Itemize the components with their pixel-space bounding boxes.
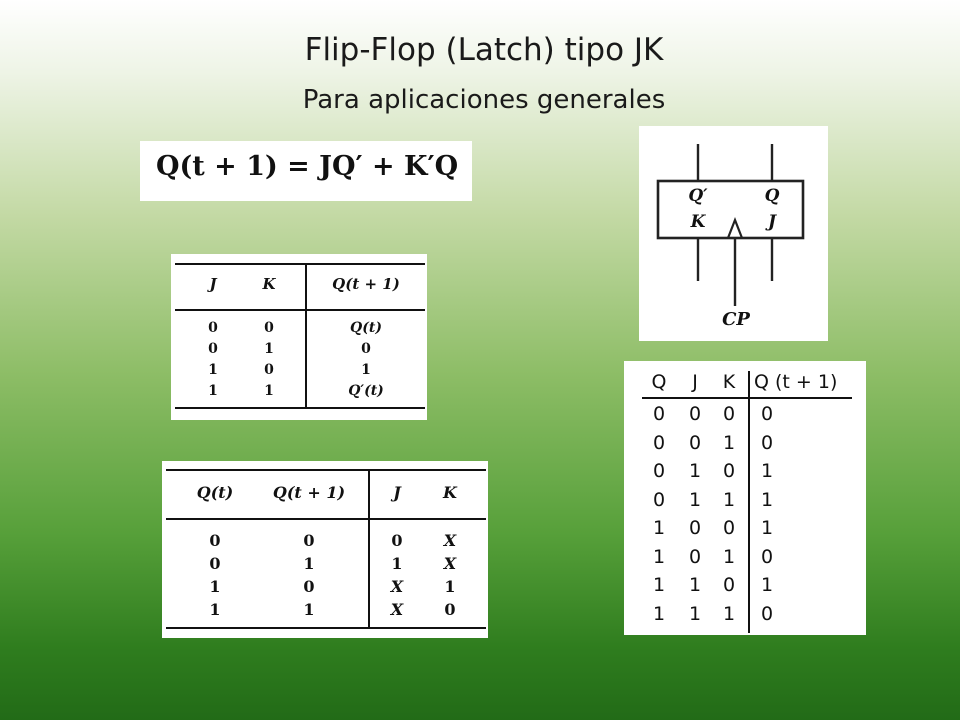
q-label: Q: [764, 186, 780, 206]
table-cell: 0: [652, 431, 666, 454]
table-cell: 0: [652, 460, 666, 482]
table-cell: X: [390, 600, 404, 619]
table-cell: 1: [722, 545, 736, 568]
table-cell: 1: [652, 574, 666, 596]
clock-triangle-icon: [726, 216, 744, 239]
table-cell: 1: [688, 602, 702, 625]
table-cell: 1: [444, 577, 456, 596]
table-cell: 1: [264, 383, 274, 399]
table-cell: 0: [722, 460, 736, 482]
jk-flip-flop-symbol: Q′ Q K J CP: [639, 126, 828, 341]
table-cell: 0: [722, 574, 736, 596]
table-cell: 0: [208, 320, 218, 336]
table-cell: 0: [688, 545, 702, 568]
table-cell: 0: [303, 577, 315, 596]
table-cell: 1: [209, 577, 221, 596]
table-header-rule: [166, 518, 486, 520]
table-cell: 1: [361, 362, 371, 378]
table-cell: 1: [688, 488, 702, 511]
table-cell: 0: [264, 320, 274, 336]
k-label: K: [690, 212, 706, 232]
table-header-rule: [642, 397, 852, 399]
table-cell: 1: [760, 574, 774, 596]
table-cell: 1: [652, 545, 666, 568]
table-cell: 1: [209, 600, 221, 619]
table-header-rule: [175, 309, 425, 311]
header-k: K: [262, 275, 276, 293]
table-cell: 0: [303, 531, 315, 550]
table-cell: 1: [208, 362, 218, 378]
table-cell: Q(t): [350, 320, 382, 336]
j-label: J: [767, 212, 777, 232]
table-cell: 1: [652, 602, 666, 625]
table-cell: 1: [688, 460, 702, 482]
table-cell: X: [443, 531, 457, 550]
header-j: J: [209, 275, 217, 293]
table-cell: 0: [652, 488, 666, 511]
table-cell: 1: [722, 431, 736, 454]
flip-flop-box: [656, 179, 805, 240]
q-bar-label: Q′: [688, 186, 708, 206]
table-cell: 0: [209, 554, 221, 573]
header-next-state: Q(t + 1): [272, 483, 346, 502]
table-cell: 1: [652, 517, 666, 539]
table-bottom-rule: [175, 407, 425, 409]
table-cell: 1: [760, 488, 774, 511]
slide-subtitle: Para aplicaciones generales: [302, 85, 666, 115]
table-cell: Q′(t): [348, 383, 384, 399]
table-cell: 0: [444, 600, 456, 619]
table-cell: 0: [208, 341, 218, 357]
table-divider: [748, 371, 750, 633]
table-top-rule: [175, 263, 425, 265]
table-top-rule: [166, 469, 486, 471]
table-cell: 1: [303, 554, 315, 573]
table-cell: 0: [652, 403, 666, 425]
table-cell: 0: [209, 531, 221, 550]
table-divider: [305, 263, 307, 409]
header-next-state: Q(t + 1): [332, 275, 400, 293]
table-cell: 1: [208, 383, 218, 399]
characteristic-equation-panel: Q(t + 1) = JQ′ + K′Q: [140, 141, 472, 201]
table-cell: 1: [722, 488, 736, 511]
header-k: K: [722, 371, 736, 393]
table-cell: 0: [688, 431, 702, 454]
table-cell: X: [443, 554, 457, 573]
clock-label: CP: [722, 309, 750, 330]
table-cell: 1: [760, 460, 774, 482]
table-divider: [368, 469, 370, 629]
header-j: J: [692, 371, 698, 393]
table-cell: 1: [264, 341, 274, 357]
table-cell: 0: [760, 431, 774, 454]
header-k: K: [443, 483, 457, 502]
flip-flop-symbol-drawing: [656, 144, 805, 306]
table-cell: 0: [361, 341, 371, 357]
table-cell: 1: [303, 600, 315, 619]
header-next-state: Q (t + 1): [754, 371, 838, 393]
characteristic-equation: Q(t + 1) = JQ′ + K′Q: [156, 151, 459, 182]
table-cell: 0: [760, 545, 774, 568]
table-cell: 0: [760, 403, 774, 425]
header-q: Q: [651, 371, 667, 393]
table-cell: 1: [391, 554, 403, 573]
table-cell: 0: [722, 517, 736, 539]
header-j: J: [393, 483, 401, 502]
table-cell: 0: [264, 362, 274, 378]
slide-title: Flip-Flop (Latch) tipo JK: [304, 32, 664, 68]
table-cell: 0: [722, 403, 736, 425]
table-cell: X: [390, 577, 404, 596]
table-bottom-rule: [166, 627, 486, 629]
table-cell: 0: [760, 602, 774, 625]
table-cell: 0: [688, 403, 702, 425]
table-cell: 0: [688, 517, 702, 539]
table-cell: 1: [760, 517, 774, 539]
table-cell: 1: [688, 574, 702, 596]
header-current-state: Q(t): [196, 483, 234, 502]
table-cell: 1: [722, 602, 736, 625]
table-cell: 0: [391, 531, 403, 550]
